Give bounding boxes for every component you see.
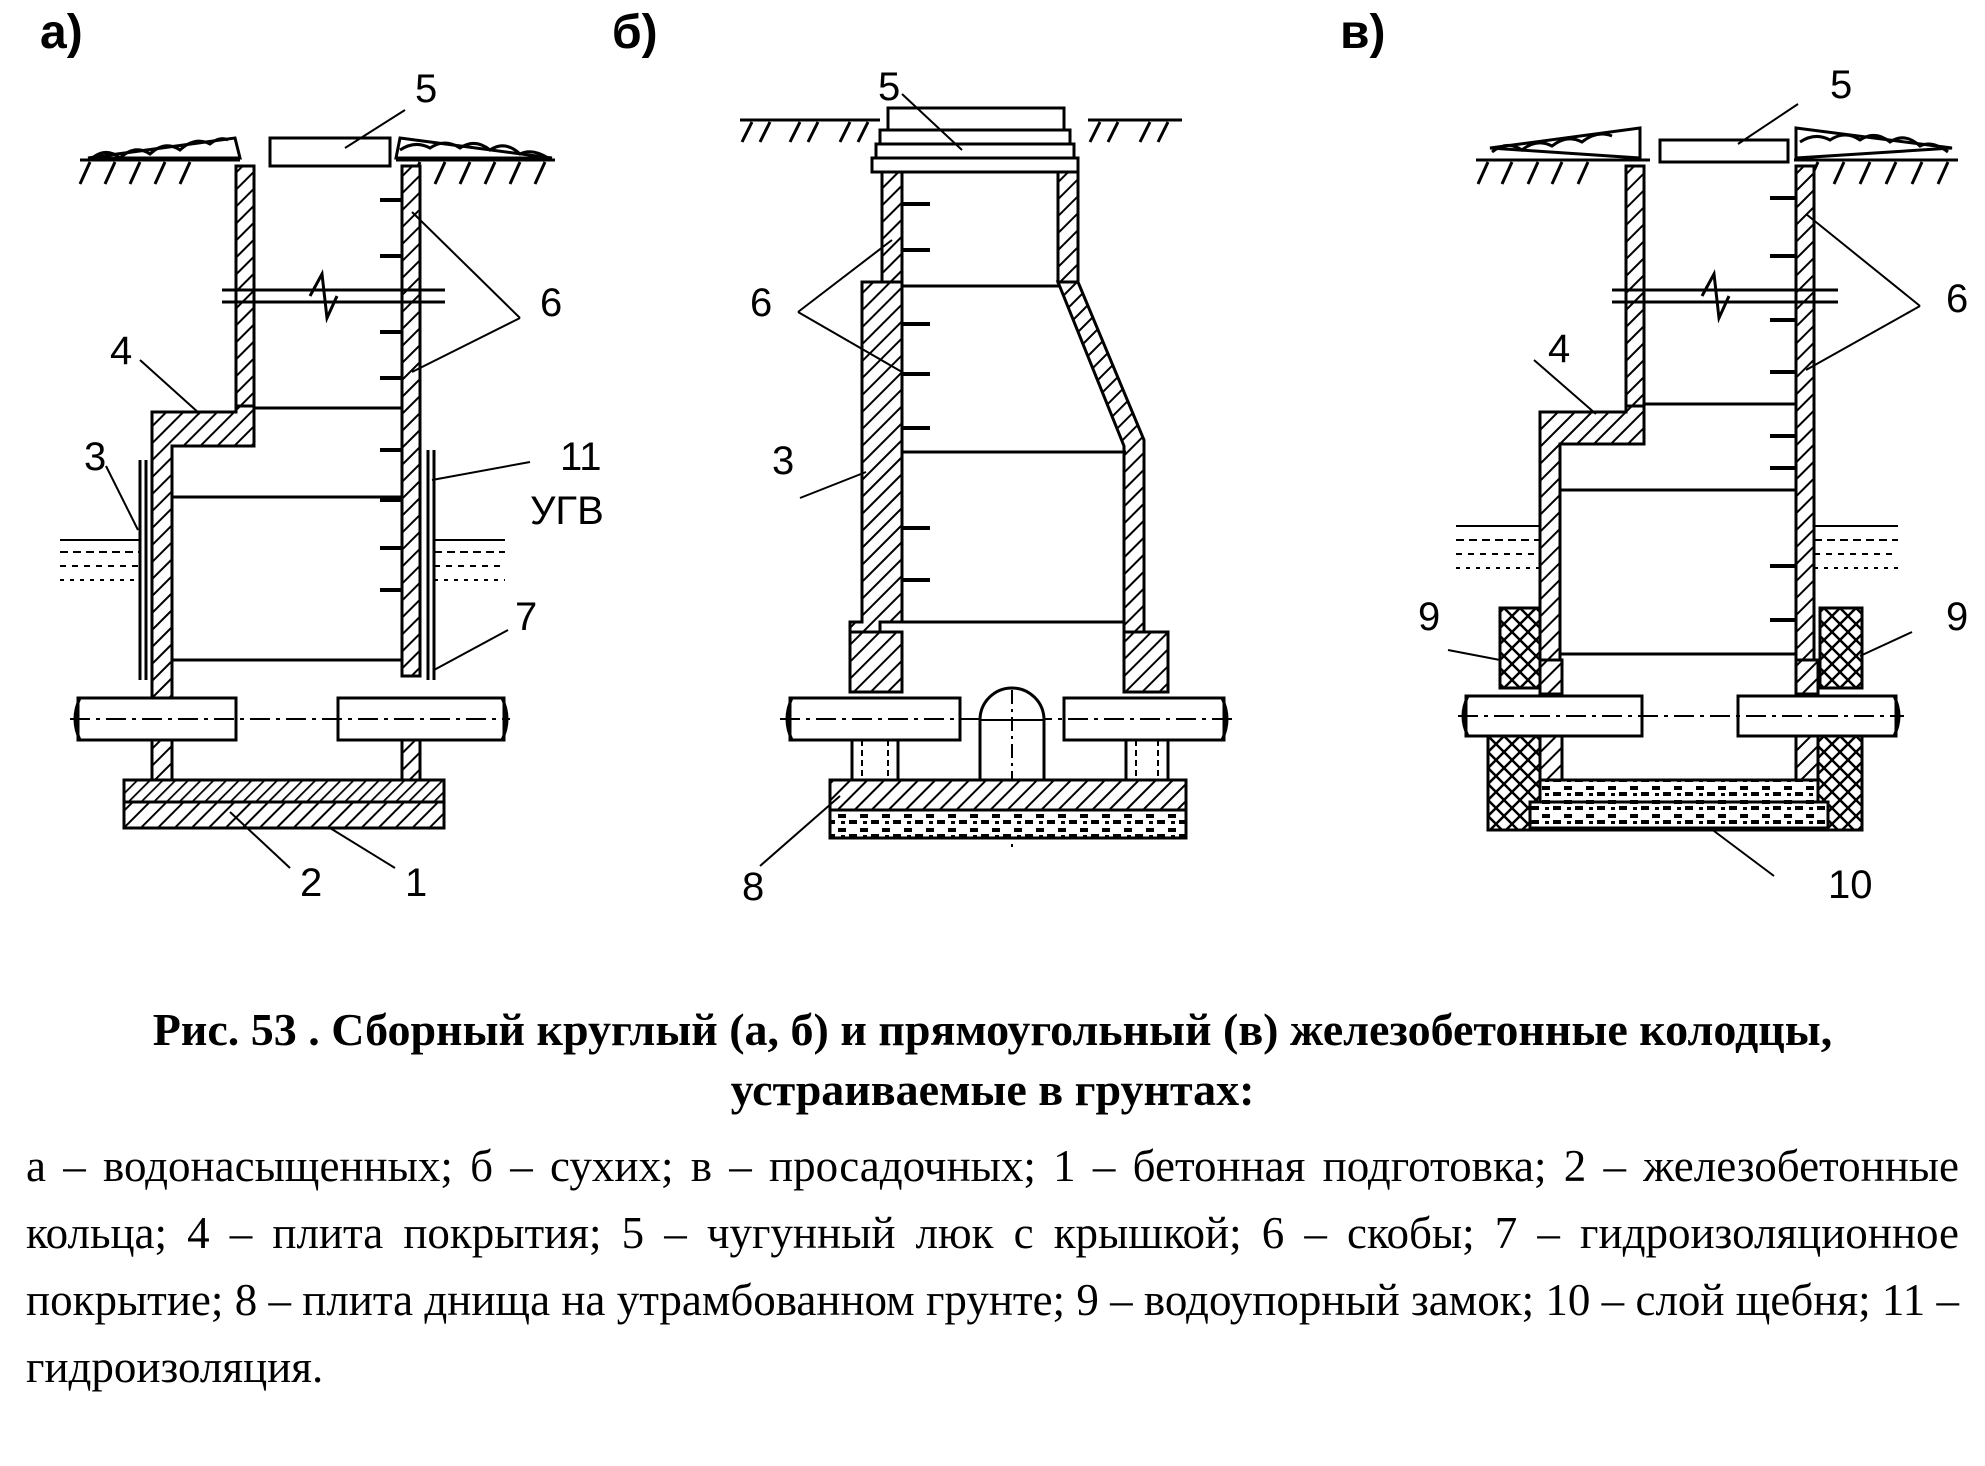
callout-a-11: 11	[560, 435, 602, 479]
callout-b-6: 6	[750, 281, 772, 325]
shaft-wall-right	[400, 164, 422, 678]
callout-a-ugv: УГВ	[530, 489, 604, 533]
gravel-layer	[1538, 778, 1820, 804]
ground-surface	[78, 136, 555, 185]
flow-trough	[978, 686, 1046, 782]
callout-a-2: 2	[300, 861, 322, 905]
groundwater-level	[1456, 525, 1898, 569]
pipes	[1458, 694, 1904, 738]
ground-surface	[740, 118, 1182, 143]
shaft-wall-left	[848, 280, 904, 634]
well-diagrams-svg: а)	[40, 6, 1968, 909]
pipes	[70, 696, 510, 742]
callout-b-3: 3	[772, 439, 794, 483]
ring-joints	[1560, 402, 1796, 656]
compacted-soil	[828, 808, 1188, 840]
callout-c-5: 5	[1830, 63, 1852, 107]
panel-c: в)	[1340, 6, 1968, 907]
callout-a-7: 7	[515, 595, 537, 639]
break-line	[1612, 269, 1838, 324]
water-lock-left	[1498, 606, 1542, 690]
cover-slab	[150, 404, 256, 702]
manhole-hatch	[1658, 138, 1790, 164]
callout-a-4: 4	[110, 329, 132, 373]
ring-joints	[172, 406, 402, 662]
figure-caption-title: Рис. 53 . Сборный круглый (а, б) и прямо…	[152, 1004, 1833, 1115]
callout-c-10: 10	[1828, 863, 1873, 907]
panel-b-label: б)	[612, 6, 658, 59]
callout-a-5: 5	[415, 67, 437, 111]
callout-a-6: 6	[540, 281, 562, 325]
ground-surface	[1476, 126, 1958, 185]
cover-slab	[1538, 404, 1646, 662]
callout-b-8: 8	[742, 865, 764, 909]
waterproofing	[138, 450, 436, 680]
callout-c-4: 4	[1548, 327, 1570, 371]
concrete-base	[122, 800, 446, 830]
panel-b: б)	[612, 6, 1232, 909]
figure-caption-legend: а – водонасыщенных; б – сухих; в – проса…	[26, 1141, 1959, 1392]
manhole-hatch	[268, 136, 392, 168]
concrete-rings-bottom	[122, 778, 446, 804]
panel-c-label: в)	[1340, 6, 1386, 59]
steps	[902, 202, 930, 582]
manhole-hatch	[870, 106, 1080, 174]
callout-a-1: 1	[405, 861, 427, 905]
cone-wall	[1055, 280, 1146, 634]
break-line	[222, 269, 445, 324]
leaders-a	[105, 109, 531, 869]
groundwater-level	[60, 539, 505, 581]
panel-a-label: а)	[40, 6, 83, 59]
callout-c-9-right: 9	[1946, 595, 1968, 639]
water-lock-right	[1818, 606, 1864, 690]
callout-a-3: 3	[84, 435, 106, 479]
leaders-b	[759, 93, 963, 867]
leaders-c	[1447, 103, 1921, 877]
ring-joints	[902, 284, 1126, 624]
panel-a: а)	[40, 6, 604, 905]
callout-b-5: 5	[878, 65, 900, 109]
well-figure: а)	[40, 6, 1968, 909]
steps	[380, 198, 402, 592]
bottom-slab	[828, 778, 1188, 812]
callout-c-9-left: 9	[1418, 595, 1440, 639]
neck-wall-left	[234, 164, 256, 408]
steps	[1770, 196, 1796, 622]
callout-c-6: 6	[1946, 277, 1968, 321]
